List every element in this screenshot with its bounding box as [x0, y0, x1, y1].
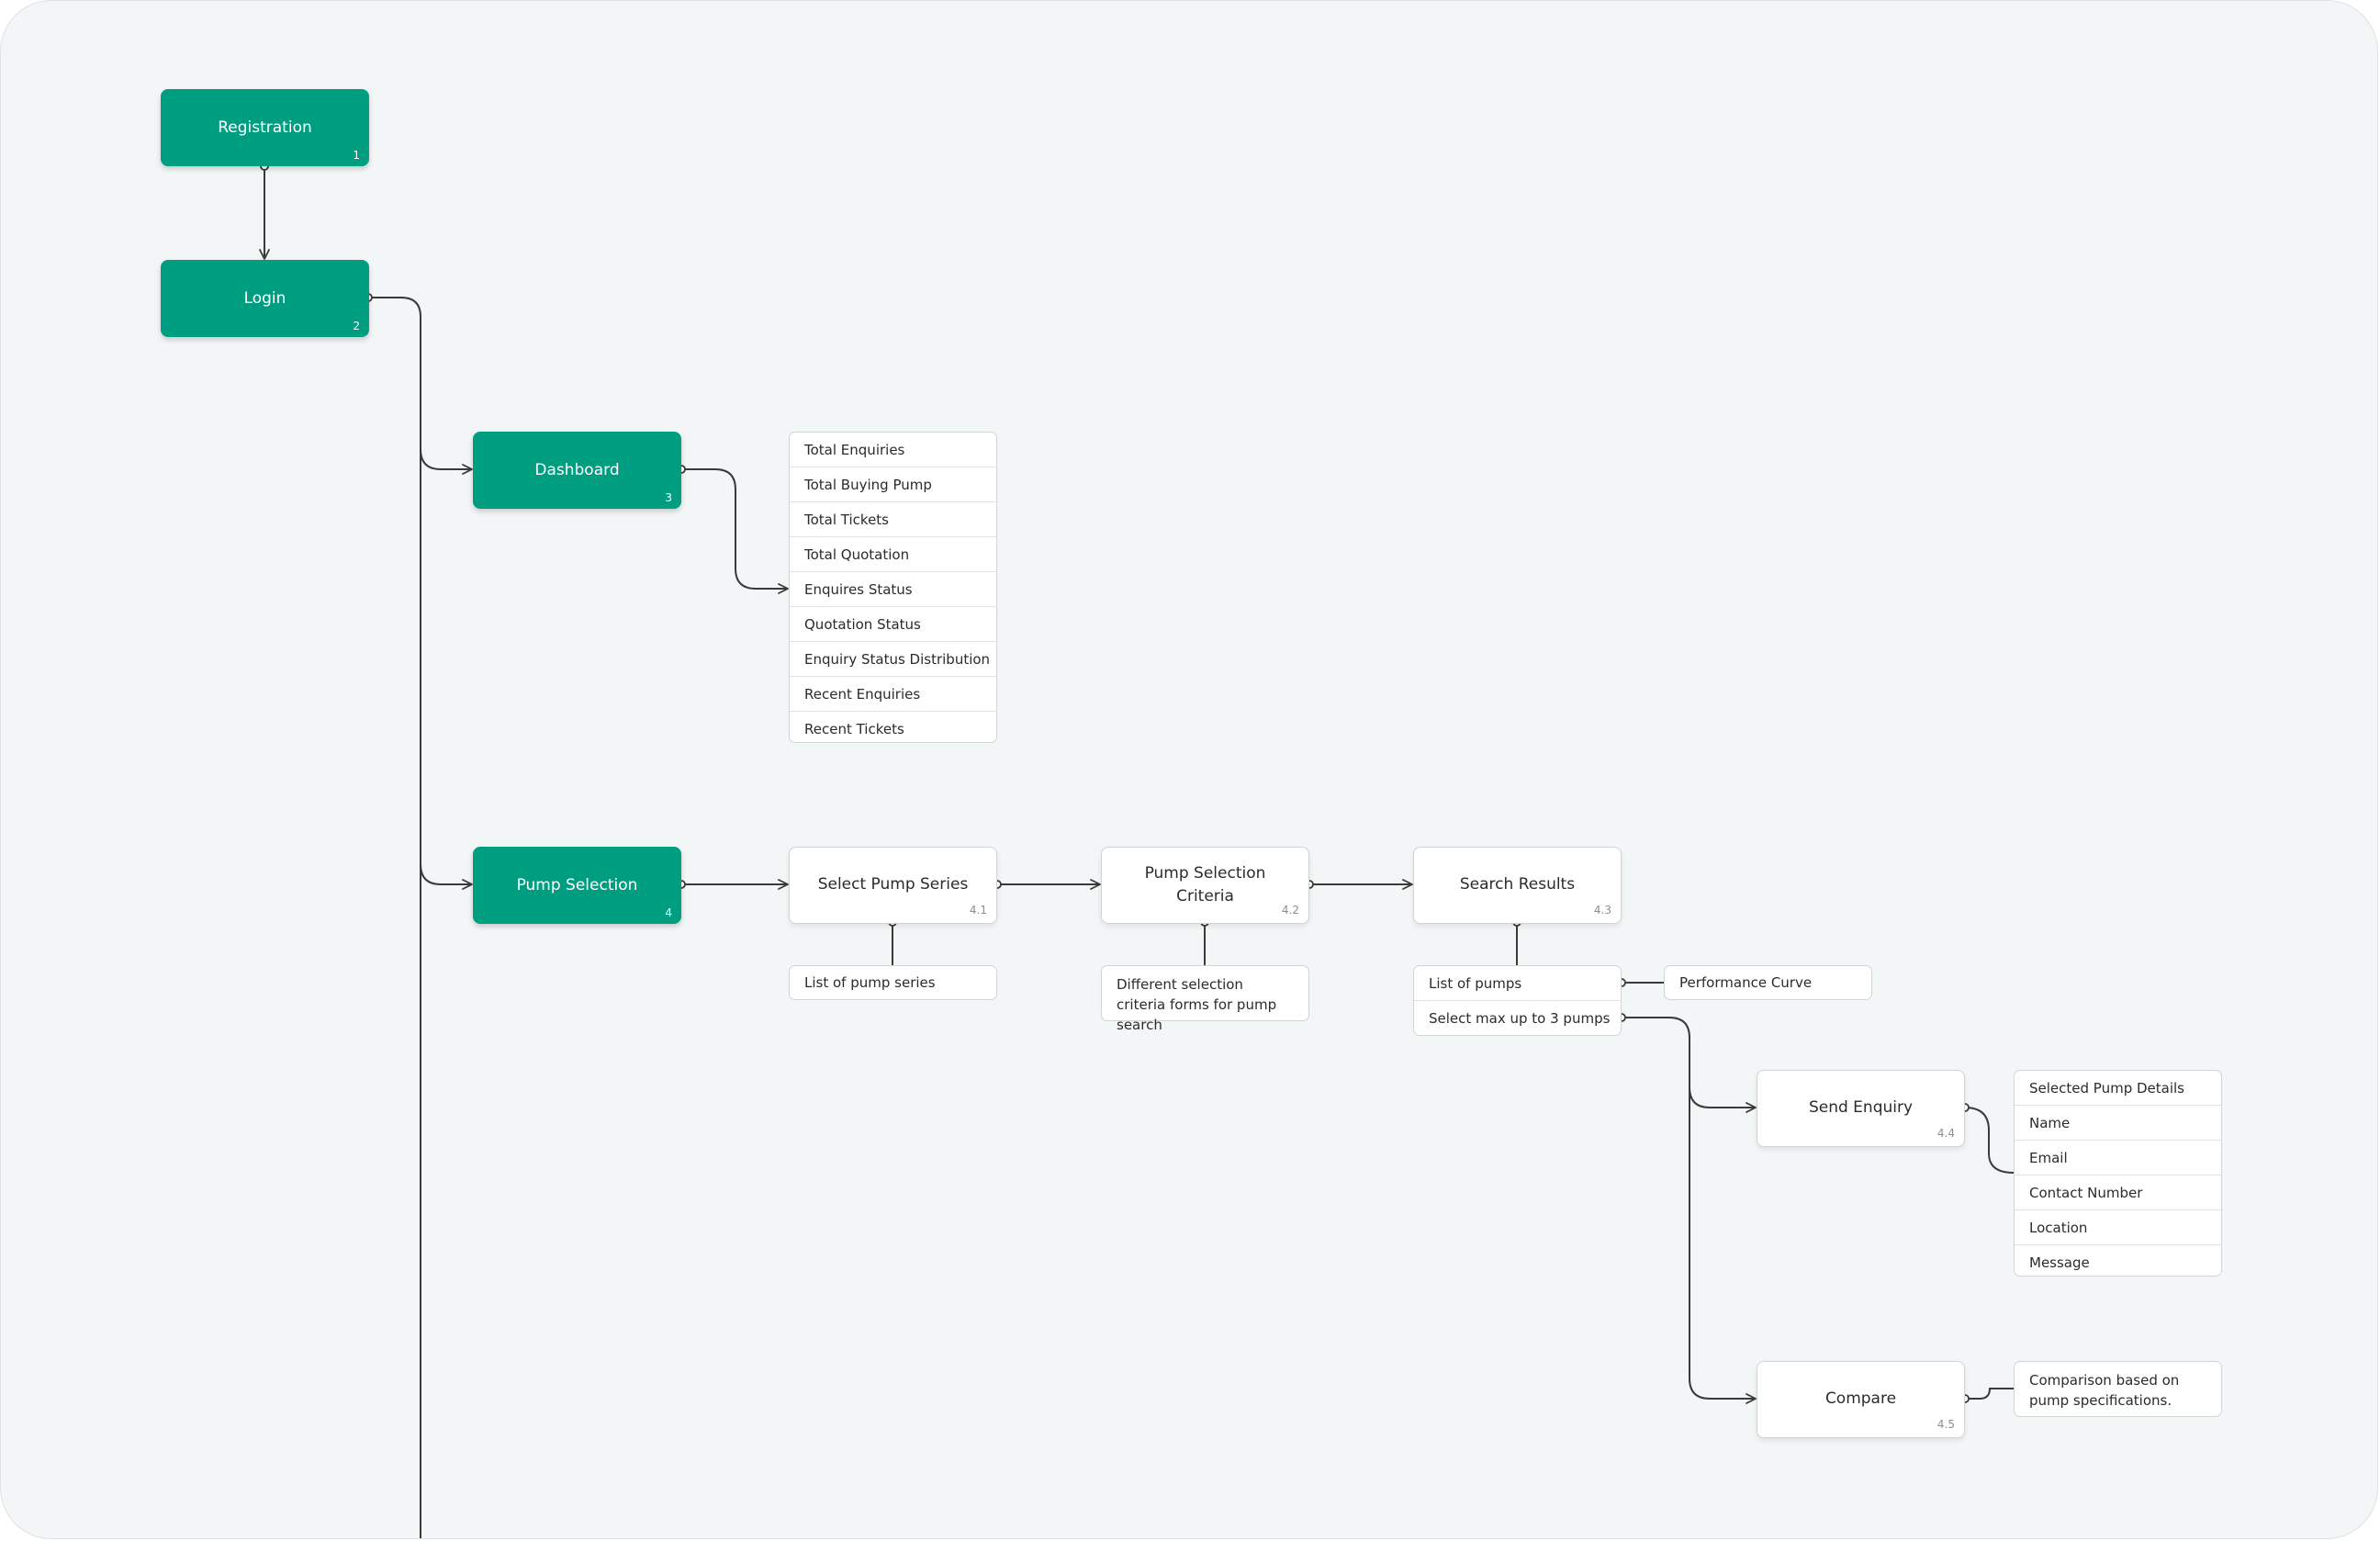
list-item: Recent Tickets: [804, 721, 904, 737]
node-login-number: 2: [353, 320, 360, 332]
enquiry-fields-list: Selected Pump Details Name Email Contact…: [2014, 1070, 2222, 1277]
dashboard-items-list: Total Enquiries Total Buying Pump Total …: [789, 432, 997, 743]
connector-trunk-pump-selection: [420, 863, 473, 890]
connector-trunk-dashboard: [420, 448, 473, 475]
list-item: Quotation Status: [790, 607, 996, 642]
node-pump-selection[interactable]: Pump Selection 4: [473, 847, 681, 924]
node-registration-label: Registration: [218, 118, 312, 137]
node-select-pump-series[interactable]: Select Pump Series 4.1: [789, 847, 997, 924]
note-criteria: Different selection criteria forms for p…: [1101, 965, 1309, 1033]
list-item: List of pumps: [1414, 966, 1621, 1001]
node-send-enquiry-label: Send Enquiry: [1808, 1098, 1914, 1118]
list-item: Total Enquiries: [790, 433, 996, 467]
list-item: Total Tickets: [790, 502, 996, 537]
note-criteria-text: Different selection criteria forms for p…: [1117, 976, 1277, 1033]
list-item: Email: [2015, 1141, 2221, 1175]
list-item: Selected Pump Details: [2015, 1071, 2221, 1106]
connector-select-compare: [1689, 1087, 1757, 1404]
connector-dashboard-list: [681, 468, 789, 594]
node-search-results-label: Search Results: [1459, 875, 1576, 894]
node-select-pump-series-number: 4.1: [969, 904, 987, 917]
list-item: Enquiry Status Distribution: [790, 642, 996, 677]
list-item: Contact Number: [2015, 1175, 2221, 1210]
list-item: Name: [2015, 1106, 2221, 1141]
node-registration-number: 1: [353, 149, 360, 162]
list-item: Location: [2015, 1210, 2221, 1245]
list-item: Enquires Status: [790, 572, 996, 607]
node-pump-selection-number: 4: [665, 906, 672, 919]
node-registration[interactable]: Registration 1: [161, 89, 369, 166]
note-comparison: Comparison based on pump specifications.: [2014, 1361, 2222, 1417]
node-compare-number: 4.5: [1937, 1418, 1955, 1431]
node-compare-label: Compare: [1824, 1389, 1897, 1409]
list-item: Recent Enquiries: [790, 677, 996, 712]
note-performance-curve: Performance Curve: [1664, 965, 1872, 1000]
node-send-enquiry-number: 4.4: [1937, 1127, 1955, 1140]
list-item: Total Quotation: [790, 537, 996, 572]
node-dashboard-label: Dashboard: [534, 461, 620, 479]
connector-enquiry-list: [1964, 1107, 2015, 1174]
search-results-list: List of pumps Select max up to 3 pumps: [1413, 965, 1622, 1036]
node-pump-selection-criteria-label: Pump Selection Criteria: [1144, 863, 1266, 906]
node-dashboard[interactable]: Dashboard 3: [473, 432, 681, 509]
node-dashboard-number: 3: [665, 491, 672, 504]
note-pump-series-text: List of pump series: [804, 974, 936, 991]
note-comparison-text: Comparison based on pump specifications.: [2029, 1372, 2180, 1409]
node-login-label: Login: [243, 289, 286, 308]
note-pump-series: List of pump series: [789, 965, 997, 1000]
node-pump-selection-criteria-number: 4.2: [1281, 904, 1299, 917]
node-send-enquiry[interactable]: Send Enquiry 4.4: [1757, 1070, 1965, 1147]
list-item: Select max up to 3 pumps: [1429, 1010, 1611, 1027]
connector-login-trunk: [368, 297, 421, 1538]
list-item: Total Buying Pump: [790, 467, 996, 502]
node-search-results-number: 4.3: [1593, 904, 1611, 917]
node-pump-selection-label: Pump Selection: [516, 876, 638, 894]
connector-compare-note: [1965, 1388, 2014, 1400]
list-item: Message: [2029, 1254, 2090, 1271]
note-performance-curve-text: Performance Curve: [1679, 974, 1813, 991]
node-pump-selection-criteria[interactable]: Pump Selection Criteria 4.2: [1101, 847, 1309, 924]
node-login[interactable]: Login 2: [161, 260, 369, 337]
node-search-results[interactable]: Search Results 4.3: [1413, 847, 1622, 924]
connector-select-send-enquiry: [1622, 1017, 1757, 1113]
node-select-pump-series-label: Select Pump Series: [817, 875, 969, 894]
node-compare[interactable]: Compare 4.5: [1757, 1361, 1965, 1438]
